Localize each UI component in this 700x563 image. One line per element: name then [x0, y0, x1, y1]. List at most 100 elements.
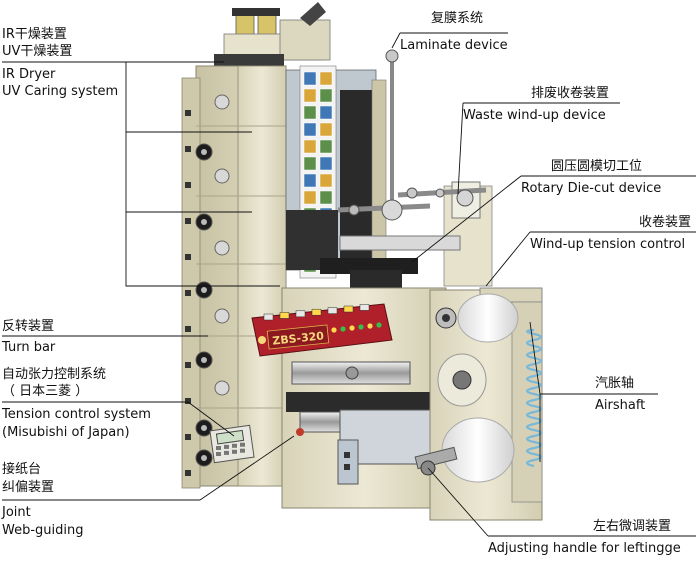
knob-center [201, 455, 207, 461]
label-tension-cn2: （ 日本三菱 ） [2, 384, 89, 399]
panel-button [327, 307, 338, 314]
keypad-key [232, 443, 237, 448]
label-uv-dryer-cn: UV干燥装置 [2, 44, 73, 59]
label-tension-cn: 自动张力控制系统 [2, 367, 107, 382]
label-joint-cn: 接纸台 [2, 462, 42, 477]
label-joint-en: Joint [2, 505, 31, 520]
frame-bolt [185, 470, 191, 476]
printed-label-tile [303, 173, 317, 188]
label-turnbar-en: Turn bar [2, 340, 56, 355]
leader-line [187, 401, 235, 437]
printed-label-tile [319, 88, 333, 103]
panel-button [279, 312, 290, 319]
rewind-base [414, 287, 543, 521]
label-diecut-en: Rotary Die-cut device [521, 181, 662, 196]
leader-line [391, 32, 401, 49]
printed-label-tile [319, 139, 333, 154]
printed-label-tile [303, 71, 317, 86]
frame-bolt [185, 290, 191, 296]
label-waste-cn: 排废收卷装置 [531, 86, 610, 101]
model-plate: ZBS-320 [272, 329, 325, 347]
tension-display [209, 424, 255, 464]
label-waste-en: Waste wind-up device [463, 108, 606, 123]
upper-rewind-tower [320, 49, 493, 292]
gear-knob [214, 240, 230, 256]
frame-bolt [185, 362, 191, 368]
panel-button [295, 310, 306, 318]
frame-bolt [185, 434, 191, 440]
panel-button [311, 308, 322, 316]
leader-lines [2, 32, 696, 537]
label-ir-dryer-en: IR Dryer [2, 67, 56, 82]
panel-indicator [340, 326, 346, 332]
control-panel: ZBS-320 [251, 303, 393, 357]
printed-label-tile [303, 156, 317, 171]
panel-indicator [367, 323, 373, 329]
gear-knob [214, 380, 230, 396]
keypad-key [224, 444, 229, 449]
printed-label-tile [319, 190, 333, 205]
printed-label-tile [319, 122, 333, 137]
printed-label-tile [319, 156, 333, 171]
printed-label-tile [303, 122, 317, 137]
leader-line [2, 61, 280, 287]
label-turnbar-cn: 反转装置 [2, 319, 55, 334]
label-adjust-en: Adjusting handle for leftingge [488, 541, 681, 556]
leader-line [427, 467, 489, 537]
label-tension-en2: (Misubishi of Japan) [2, 425, 130, 440]
panel-button [359, 304, 370, 311]
panel-indicator [331, 327, 337, 333]
frame-bolt [185, 146, 191, 152]
gear-knob [214, 94, 230, 110]
label-airshaft-en: Airshaft [595, 398, 646, 413]
keypad-key [224, 450, 229, 455]
frame-bolt [185, 110, 191, 116]
keypad-key [216, 446, 221, 450]
printed-label-tile [303, 105, 317, 120]
label-webguide-en: Web-guiding [2, 523, 84, 538]
leader-line [457, 102, 464, 195]
label-windup-en: Wind-up tension control [530, 237, 686, 252]
label-adjust-cn: 左右微调装置 [593, 519, 672, 534]
leader-line [199, 435, 295, 501]
dryer-units [214, 2, 331, 76]
panel-indicator [358, 324, 364, 330]
frame-bolt [185, 398, 191, 404]
knob-center [201, 357, 207, 363]
knob-center [201, 149, 207, 155]
knob-center [201, 425, 207, 431]
keypad-key [216, 452, 221, 456]
label-diecut-cn: 圆压圆模切工位 [551, 159, 643, 174]
label-windup-cn: 收卷装置 [639, 215, 692, 230]
leader-line [485, 231, 531, 287]
keypad-key [232, 449, 237, 454]
label-ir-dryer-cn: IR干燥装置 [2, 27, 67, 42]
label-webguide-cn: 纠偏装置 [2, 480, 55, 495]
frame-bolt [185, 254, 191, 260]
panel-button [263, 313, 274, 321]
printed-label-tile [303, 190, 317, 205]
frame-bolt [185, 326, 191, 332]
knob-center [201, 219, 207, 225]
printed-label-tile [319, 173, 333, 188]
gear-knob [214, 308, 230, 324]
leader-line [411, 175, 522, 263]
knob-center [201, 287, 207, 293]
frame-bolt [185, 218, 191, 224]
panel-indicator [349, 325, 355, 331]
label-laminate-en: Laminate device [400, 38, 508, 53]
printed-label-tile [303, 88, 317, 103]
printed-label-tile [319, 71, 333, 86]
label-laminate-cn: 复膜系统 [431, 11, 484, 26]
printed-label-tile [319, 105, 333, 120]
panel-button [343, 305, 354, 313]
label-uv-caring-en: UV Caring system [2, 84, 119, 99]
print-unit-frame [181, 65, 287, 489]
label-tension-en: Tension control system [2, 407, 151, 422]
printed-label-tile [303, 139, 317, 154]
panel-indicator [376, 322, 382, 328]
keypad-key [240, 448, 245, 453]
label-airshaft-cn: 汽胀轴 [595, 376, 635, 391]
